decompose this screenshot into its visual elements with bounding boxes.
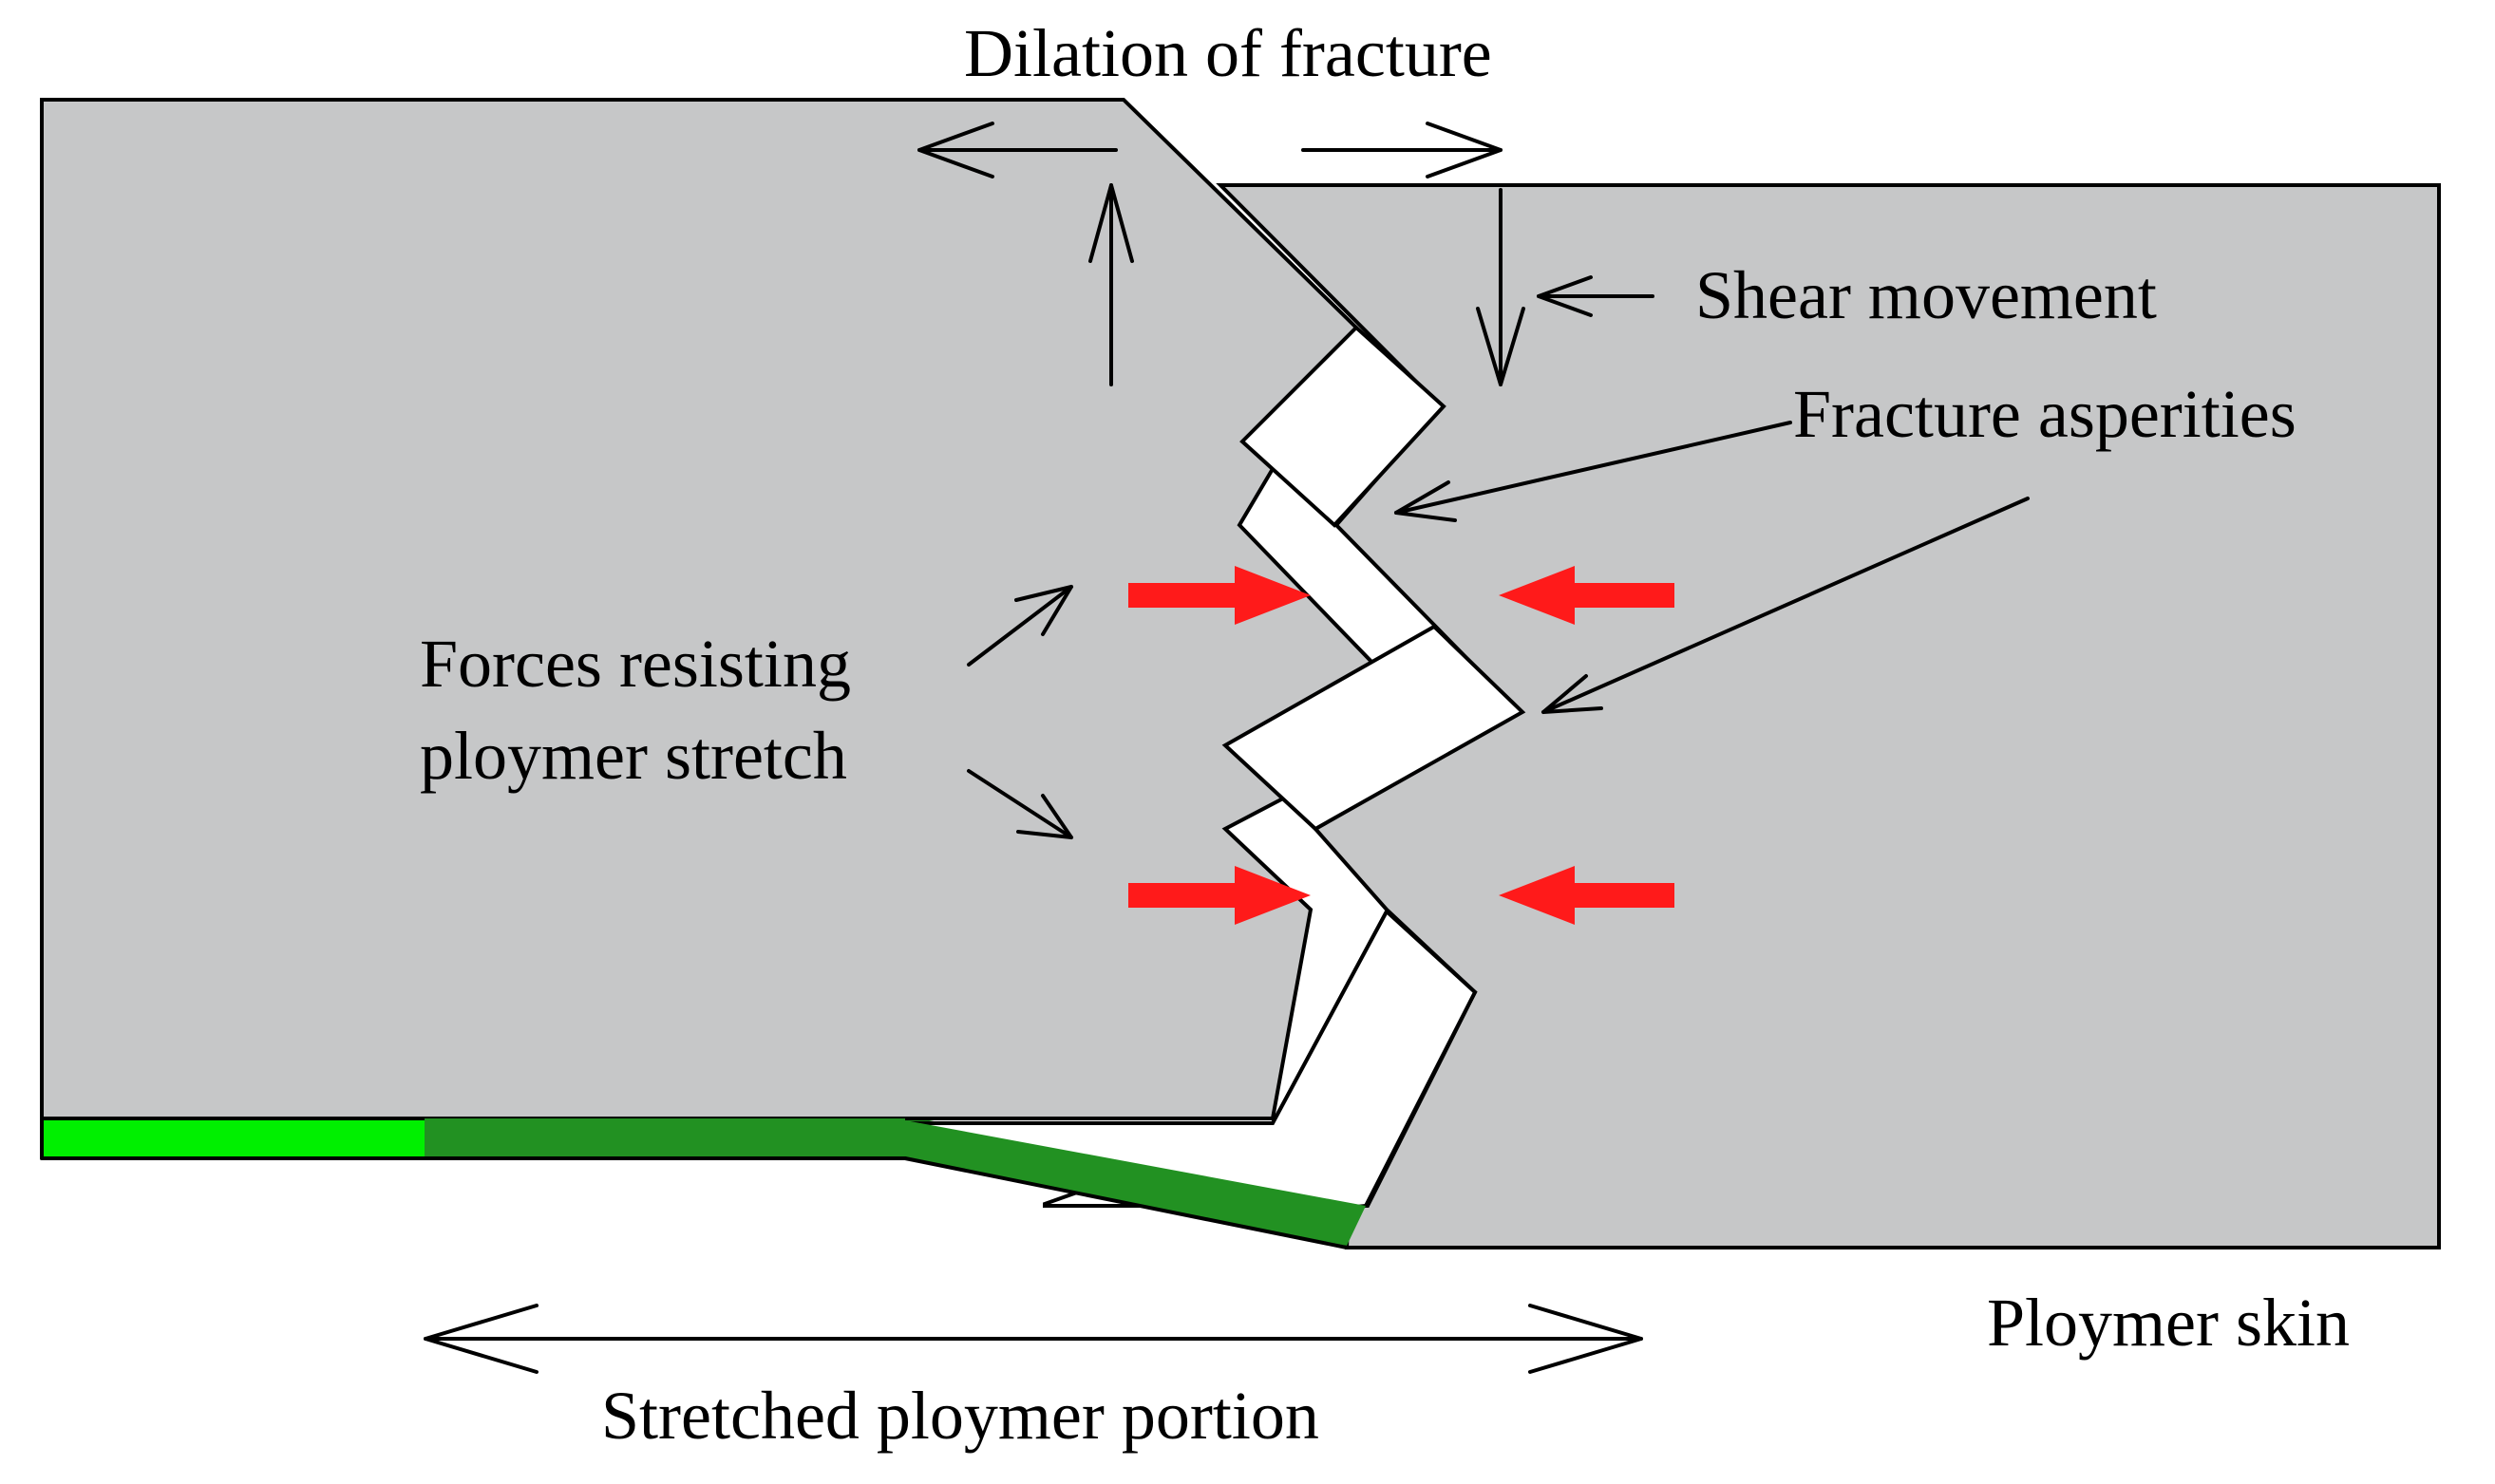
shear-arrow-down bbox=[1476, 188, 1525, 386]
asperity-gap-middle bbox=[1221, 624, 1526, 832]
force-arrow-upper-right bbox=[1499, 566, 1674, 625]
dilation-arrow-left bbox=[917, 122, 1118, 178]
polymer-skin-left-stretched-flat bbox=[425, 1118, 905, 1158]
polymer-skin-stretch-edge bbox=[905, 1120, 1366, 1246]
shear-pointer-arrow bbox=[1537, 275, 1654, 317]
force-arrow-upper-left bbox=[1128, 566, 1311, 625]
label-dilation: Dilation of fracture bbox=[964, 15, 1492, 91]
polymer-skin-left-bright bbox=[42, 1116, 425, 1158]
dilation-arrow-up bbox=[1088, 183, 1134, 386]
force-arrow-lower-right bbox=[1499, 866, 1674, 925]
left-rock-block bbox=[40, 98, 1433, 1120]
label-forces-line1: Forces resisting bbox=[420, 626, 851, 702]
asperity-pointer-upper bbox=[1394, 421, 1792, 522]
stretched-portion-arrow bbox=[424, 1304, 1643, 1374]
label-asperities: Fracture asperities bbox=[1793, 376, 2297, 452]
forces-pointer-upper bbox=[967, 585, 1073, 667]
label-forces-line2: ploymer stretch bbox=[420, 718, 847, 794]
force-arrow-lower-left bbox=[1128, 866, 1311, 925]
asperity-gap-upper bbox=[1239, 325, 1446, 528]
forces-pointer-lower bbox=[967, 769, 1073, 839]
outline-skin-slope bbox=[903, 1156, 1349, 1249]
asperity-pointer-lower bbox=[1541, 497, 2030, 714]
label-shear: Shear movement bbox=[1695, 257, 2157, 333]
label-stretched: Stretched ploymer portion bbox=[601, 1378, 1319, 1454]
label-skin: Ploymer skin bbox=[1987, 1285, 2350, 1361]
dilation-arrow-right bbox=[1301, 122, 1503, 178]
